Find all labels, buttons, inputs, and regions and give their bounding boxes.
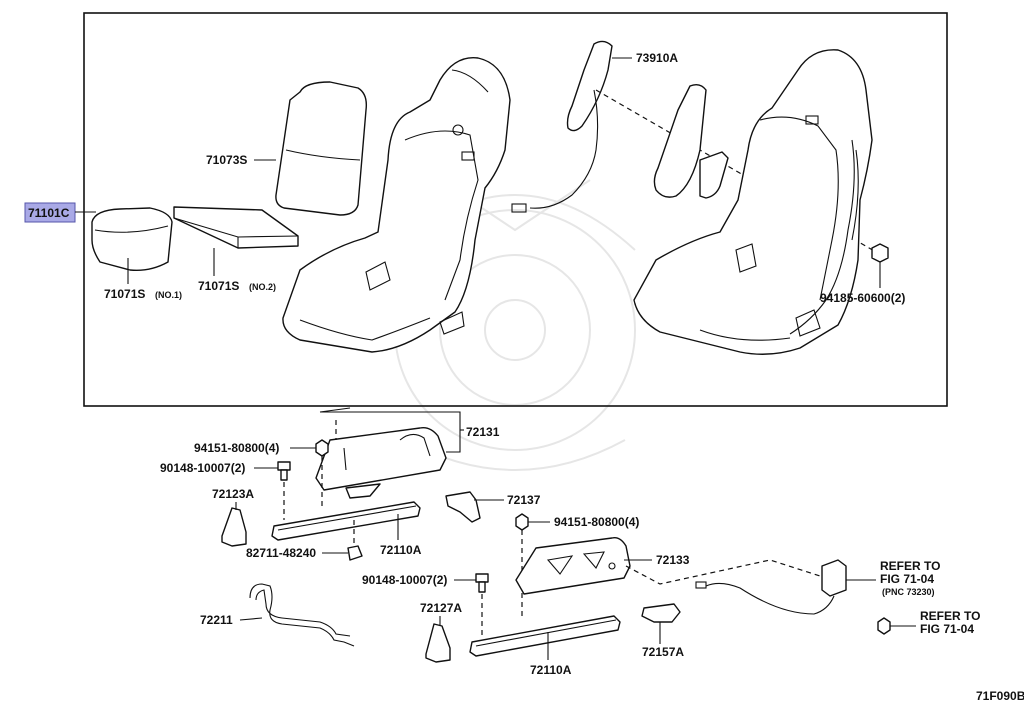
label-seat-assembly[interactable]: 71101C — [28, 206, 70, 220]
label-cover-left: 72123A — [212, 487, 254, 501]
label-cushion-pad-no2: 71071S — [198, 279, 239, 293]
figure-code: 71F090B — [976, 689, 1024, 703]
seat-shell-rear — [633, 49, 873, 355]
label-bracket-upper: 72131 — [466, 425, 500, 439]
label-refer-2-line1: REFER TO — [920, 609, 980, 623]
cushion-pad-no2 — [173, 206, 299, 249]
assembly-frame — [83, 12, 948, 407]
label-nut-seat: 94185-60600(2) — [820, 291, 905, 305]
back-pad — [275, 81, 368, 216]
label-bracket-right: 72133 — [656, 553, 690, 567]
buckle-bolt — [877, 617, 891, 635]
label-refer-2-line2: FIG 71-04 — [920, 622, 974, 636]
label-track-left: 72110A — [380, 543, 422, 557]
side-airbag — [511, 40, 613, 213]
label-back-pad: 71073S — [206, 153, 247, 167]
label-cushion-pad-no1-suffix: (NO.1) — [155, 290, 182, 300]
adjuster-lever-72211 — [249, 583, 355, 647]
label-track-right: 72110A — [530, 663, 572, 677]
cover-small-72137 — [445, 491, 481, 523]
label-lever: 72211 — [200, 613, 233, 627]
label-refer-1-line2: FIG 71-04 — [880, 572, 934, 586]
label-cover-small: 72137 — [507, 493, 541, 507]
seatbelt-buckle — [695, 559, 847, 615]
adjuster-bracket-upper — [315, 407, 447, 499]
belt-connection-line — [625, 559, 821, 585]
nut-upper-left — [315, 439, 329, 457]
seat-track-left — [271, 501, 421, 541]
label-refer-1-line1: REFER TO — [880, 559, 940, 573]
label-side-airbag: 73910A — [636, 51, 678, 65]
leader-lever — [239, 617, 263, 621]
label-cover-end: 72157A — [642, 645, 684, 659]
seat-shell-front — [282, 56, 511, 353]
nut-clip-82711 — [347, 545, 363, 561]
seat-side-pad — [653, 83, 729, 199]
cover-right-72127a — [425, 623, 451, 663]
bolt-upper-left — [277, 461, 291, 481]
nut-seat-94185 — [871, 243, 889, 263]
label-cushion-pad-no1: 71071S — [104, 287, 145, 301]
label-cushion-pad-no2-suffix: (NO.2) — [249, 282, 276, 292]
label-bolt-upper-left: 90148-10007(2) — [160, 461, 245, 475]
seat-track-right — [469, 615, 621, 657]
cover-end-72157a — [641, 603, 681, 623]
bracket-right-72133 — [515, 536, 631, 595]
label-refer-1-line3: (PNC 73230) — [882, 587, 935, 597]
bolt-lower — [475, 573, 489, 593]
cover-left-72123a — [221, 507, 247, 547]
label-bolt-lower: 90148-10007(2) — [362, 573, 447, 587]
nut-right — [515, 513, 529, 531]
label-nut-right: 94151-80800(4) — [554, 515, 639, 529]
label-nut-upper-left: 94151-80800(4) — [194, 441, 279, 455]
label-cover-right: 72127A — [420, 601, 462, 615]
cushion-pad-no1 — [91, 207, 173, 272]
label-nut-clip: 82711-48240 — [246, 546, 316, 560]
leader-bracket-upper — [320, 411, 461, 453]
